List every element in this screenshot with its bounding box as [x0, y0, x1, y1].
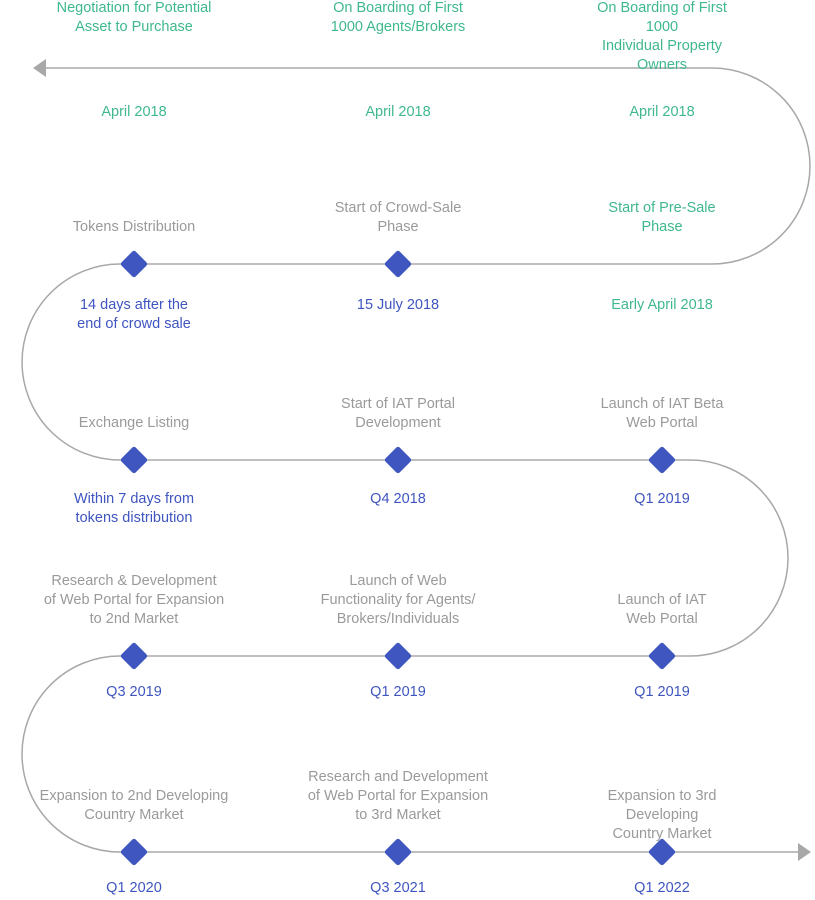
milestone-date: April 2018: [101, 104, 167, 120]
milestone-date: Q1 2019: [634, 491, 690, 507]
milestone-marker: [384, 250, 412, 278]
milestone-title: Start of Pre-Sale Phase: [608, 200, 716, 235]
milestone-title: Expansion to 2nd Developing Country Mark…: [39, 788, 229, 823]
milestone-date: Q1 2019: [370, 684, 426, 700]
milestone-marker: [120, 446, 148, 474]
milestone-title: On Boarding of First 1000 Individual Pro…: [597, 0, 727, 73]
milestone-marker: [120, 250, 148, 278]
milestone-date: April 2018: [365, 104, 431, 120]
road-end-arrow: [798, 843, 811, 861]
milestone-date: 15 July 2018: [356, 297, 440, 313]
milestone-title: Launch of IAT Web Portal: [617, 592, 707, 627]
milestone-marker: [648, 446, 676, 474]
road-start-arrow: [33, 59, 46, 77]
milestone-title: Research & Development of Web Portal for…: [43, 573, 225, 627]
milestone-marker: [384, 446, 412, 474]
milestone-marker: [384, 838, 412, 866]
milestone-date: 14 days after the end of crowd sale: [77, 297, 191, 332]
milestone-title: Research and Development of Web Portal f…: [307, 769, 489, 823]
milestone-marker: [648, 838, 676, 866]
milestone-date: April 2018: [629, 104, 695, 120]
milestone-date: Early April 2018: [611, 297, 713, 313]
milestone-title: Expansion to 3rd Developing Country Mark…: [607, 788, 717, 842]
milestone-title: Launch of Web Functionality for Agents/ …: [320, 573, 476, 627]
milestone-title: Exchange Listing: [78, 415, 190, 431]
milestone-marker: [648, 642, 676, 670]
milestone-date: Q1 2019: [634, 684, 690, 700]
milestone-date: Q3 2019: [106, 684, 162, 700]
milestone-date: Q1 2022: [634, 880, 690, 896]
milestone-title: Start of IAT Portal Development: [341, 396, 455, 431]
milestone-date: Q4 2018: [370, 491, 426, 507]
milestone-marker: [120, 838, 148, 866]
milestone-title: Launch of IAT Beta Web Portal: [600, 396, 724, 431]
milestone-title: Start of Crowd-Sale Phase: [334, 200, 462, 235]
milestone-title: Negotiation for Potential Asset to Purch…: [56, 0, 212, 35]
milestone-title: On Boarding of First 1000 Agents/Brokers: [330, 0, 466, 35]
milestone-marker: [384, 642, 412, 670]
milestone-date: Within 7 days from tokens distribution: [73, 491, 195, 526]
milestone-title: Tokens Distribution: [72, 219, 196, 235]
milestone-date: Q3 2021: [370, 880, 426, 896]
milestone-marker: [120, 642, 148, 670]
milestone-date: Q1 2020: [106, 880, 162, 896]
